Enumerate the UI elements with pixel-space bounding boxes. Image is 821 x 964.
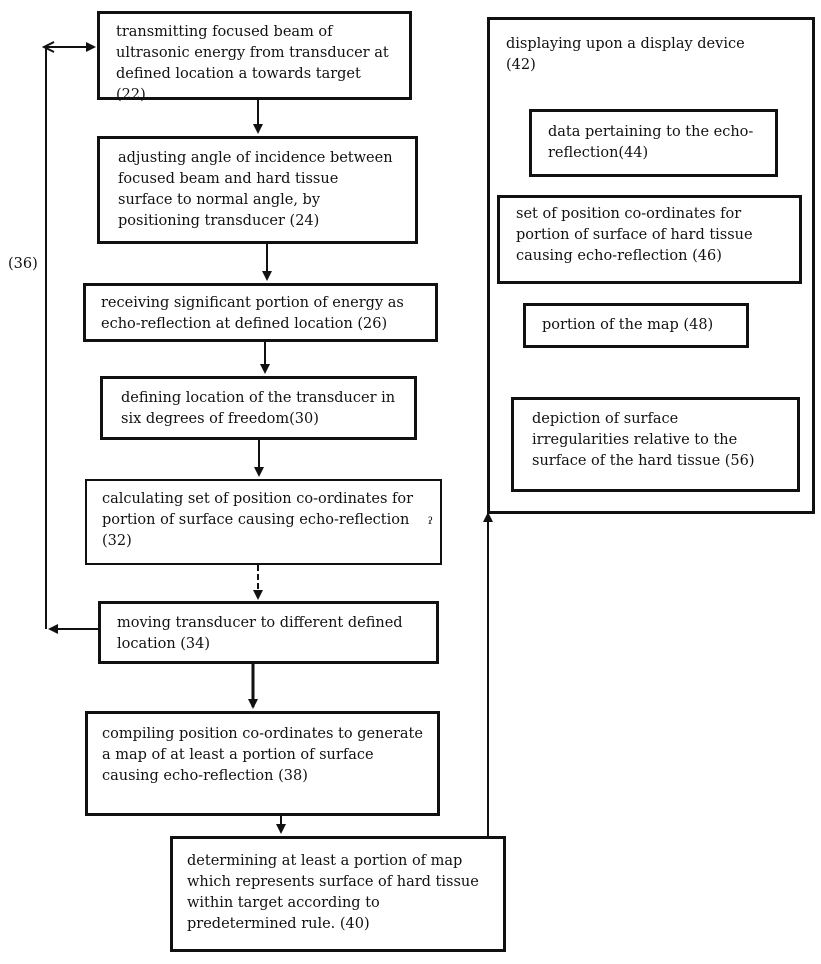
display-item-56: depiction of surface irregularities rela… <box>511 397 800 492</box>
step-32: calculating set of position co-ordinates… <box>85 479 442 565</box>
step-38: compiling position co-ordinates to gener… <box>85 711 440 816</box>
display-item-48: portion of the map (48) <box>523 303 749 348</box>
step-24: adjusting angle of incidence between foc… <box>97 136 418 244</box>
step-26: receiving significant portion of energy … <box>83 283 438 342</box>
step-34: moving transducer to different defined l… <box>98 601 439 664</box>
loop-label: (36) <box>8 256 38 272</box>
step-40: determining at least a portion of map wh… <box>170 836 506 952</box>
stray-mark: ˀ <box>428 514 433 535</box>
display-item-44: data pertaining to the echo-reflection(4… <box>529 109 778 177</box>
display-device-title: displaying upon a display device (42) <box>506 34 766 76</box>
step-22: transmitting focused beam of ultrasonic … <box>97 11 412 100</box>
display-item-46: set of position co-ordinates for portion… <box>497 195 802 284</box>
step-30: defining location of the transducer in s… <box>100 376 417 440</box>
